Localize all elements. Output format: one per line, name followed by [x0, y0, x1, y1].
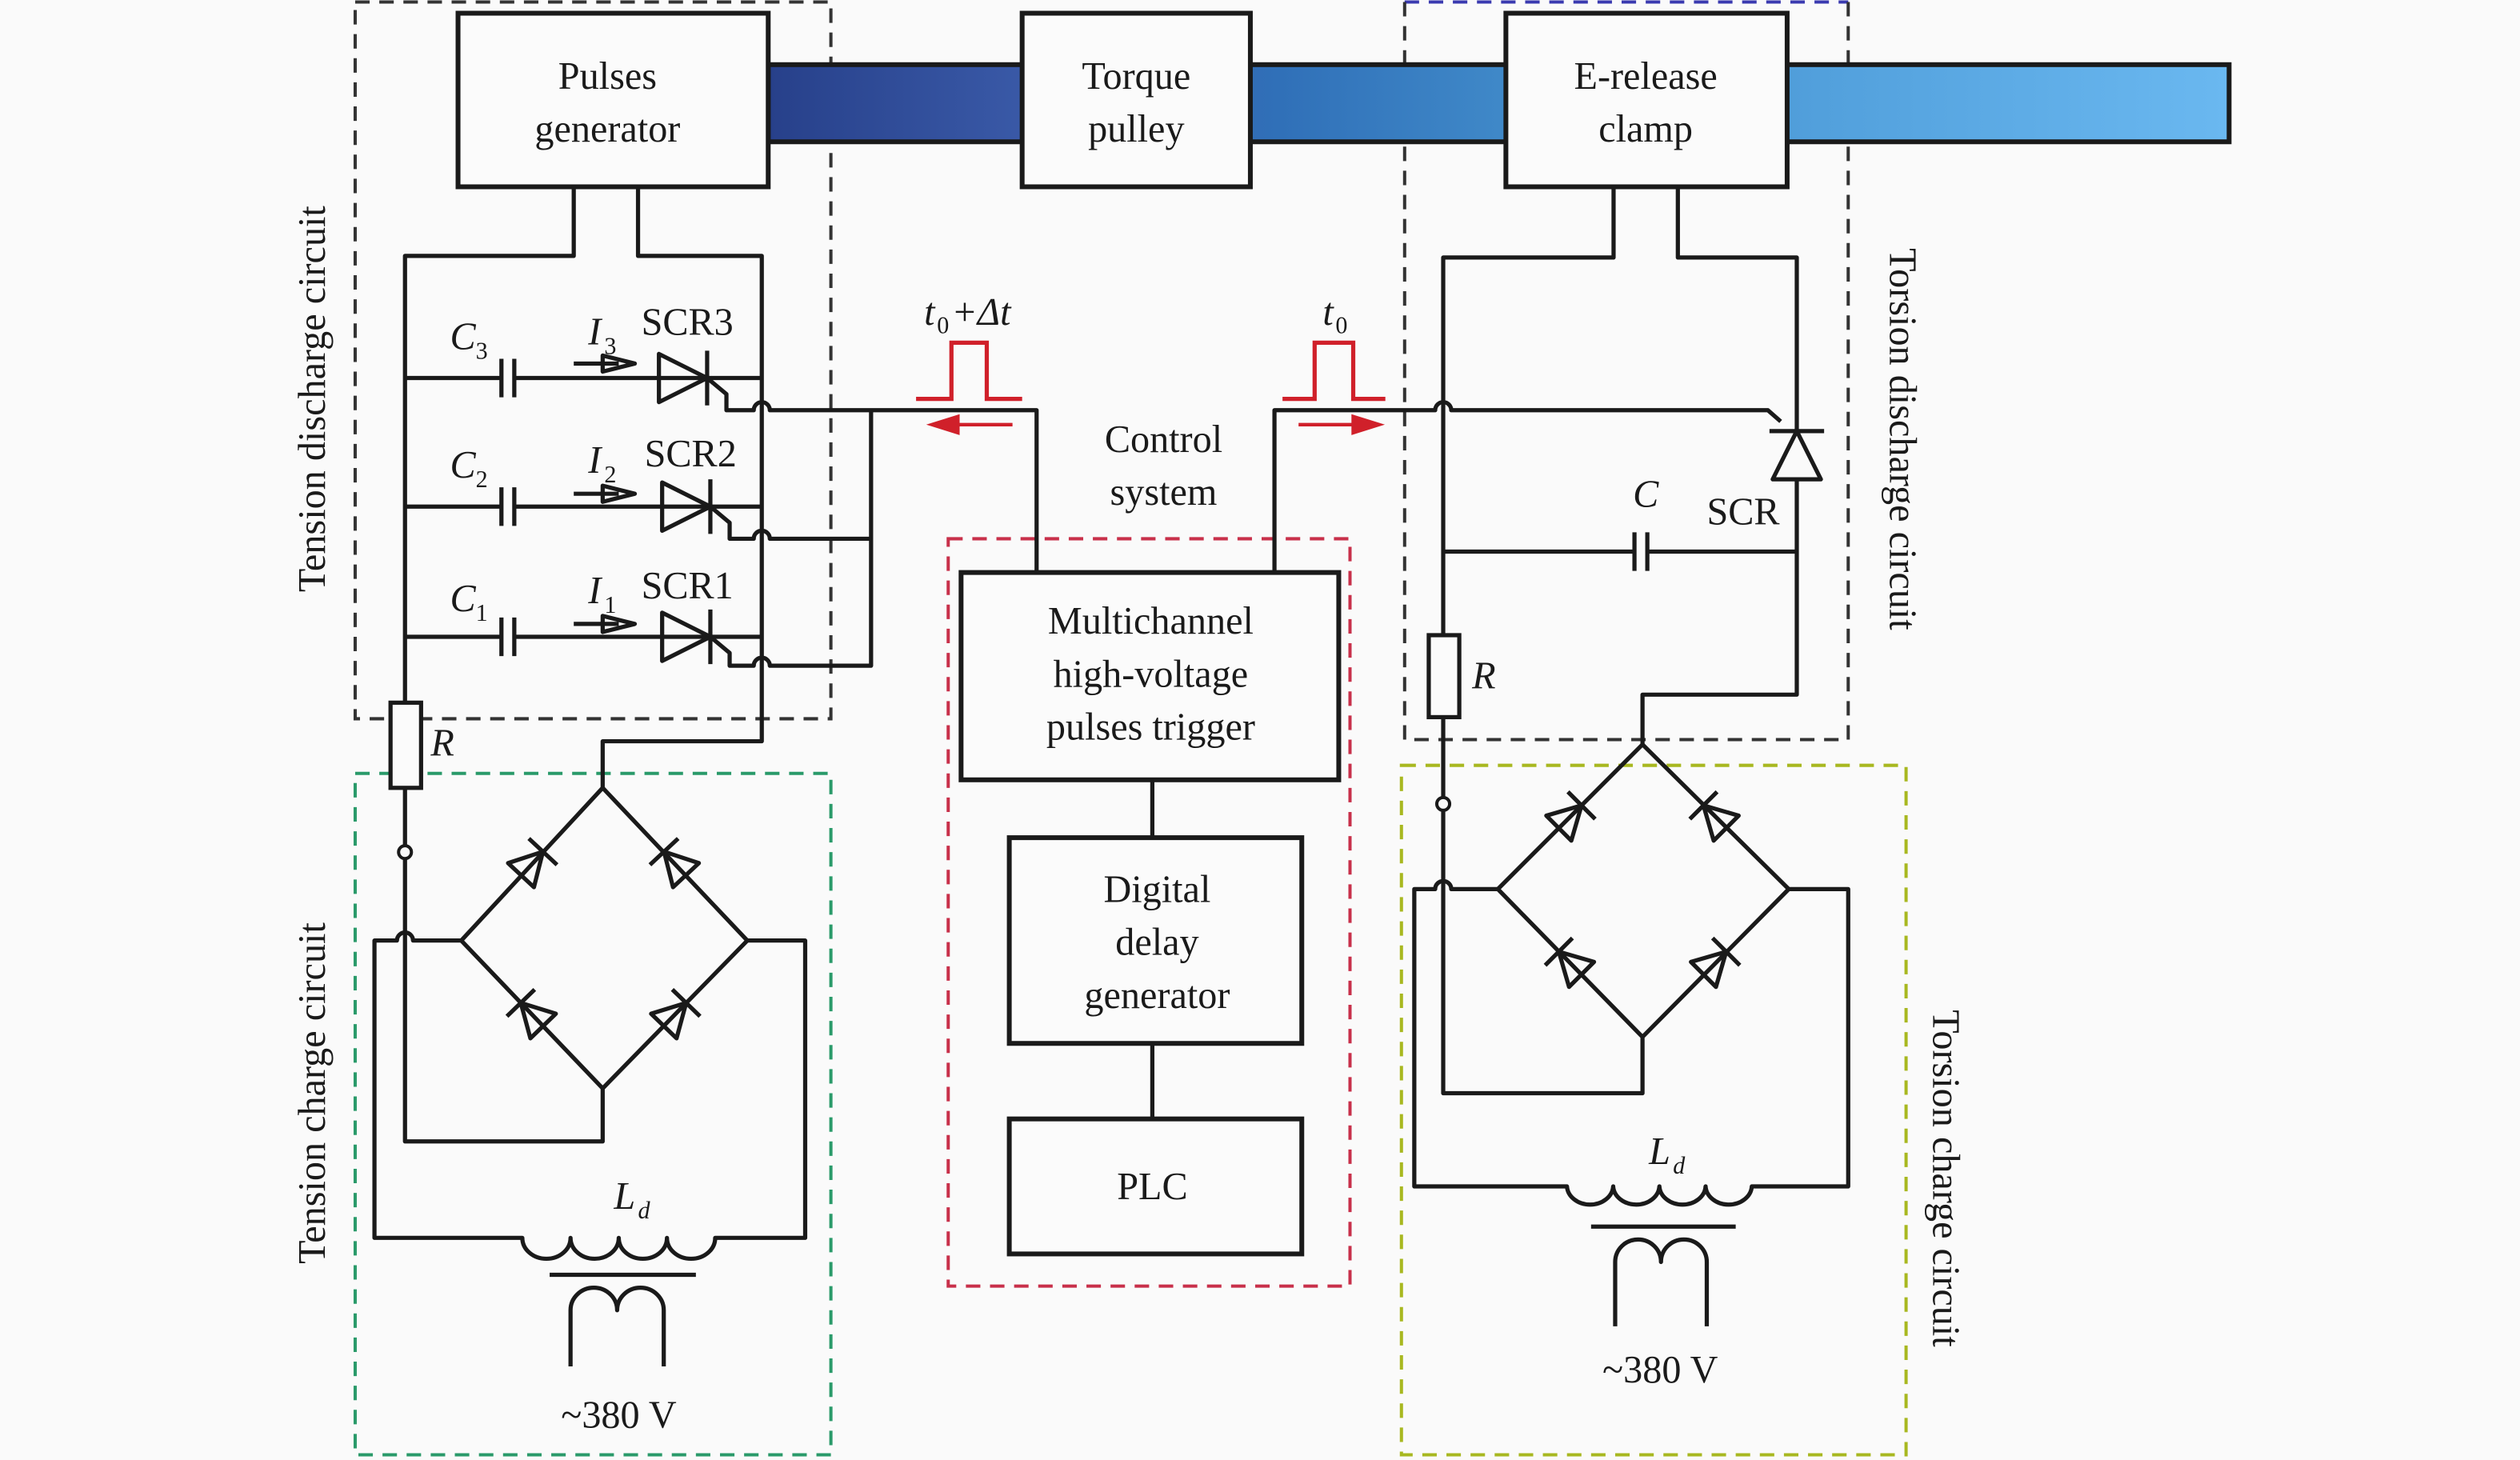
svg-text:system: system: [1110, 471, 1218, 514]
svg-text:3: 3: [476, 337, 488, 364]
svg-text:generator: generator: [534, 108, 680, 150]
tension-charge-region: [353, 771, 833, 1457]
svg-text:3: 3: [604, 332, 616, 359]
svg-text:1: 1: [604, 591, 616, 618]
pulse-left: t 0 +Δt: [916, 291, 1022, 435]
svg-text:pulses trigger: pulses trigger: [1046, 706, 1255, 749]
scr3-label: SCR3: [642, 301, 734, 343]
svg-text:0: 0: [937, 311, 949, 338]
svg-text:Digital: Digital: [1103, 868, 1210, 910]
control-system-label: Control: [1105, 418, 1222, 461]
control-system-region: [946, 537, 1352, 1288]
torsion-discharge-label: Torsion discharge circuit: [1882, 248, 1924, 630]
pulses-generator-block: Pulses generator: [455, 10, 771, 190]
svg-text:d: d: [1673, 1152, 1686, 1179]
svg-text:t: t: [1322, 291, 1334, 334]
ld-right-label: L: [1648, 1130, 1670, 1173]
svg-text:2: 2: [604, 461, 616, 488]
torsion-charge-label: Torsion charge circuit: [1925, 1010, 1967, 1347]
i1-label: I: [587, 570, 602, 612]
tension-discharge-wiring: [402, 186, 1039, 788]
trigger-block: Multichannel high-voltage pulses trigger: [958, 570, 1342, 782]
i2-label: I: [587, 439, 602, 482]
tension-discharge-label: Tension discharge circuit: [291, 206, 334, 593]
tension-discharge-region: [353, 0, 833, 721]
tension-charge-wiring: [372, 700, 808, 1367]
scr-right-label: SCR: [1706, 490, 1780, 533]
torsion-charge-region: [1399, 763, 1908, 1457]
torque-pulley-block: Torque pulley: [1019, 10, 1253, 190]
supply-left-label: ~380 V: [561, 1394, 677, 1436]
pulse-right: t 0: [1282, 291, 1386, 435]
c-right-label: C: [1633, 473, 1659, 515]
scr2-label: SCR2: [645, 433, 737, 475]
svg-text:t: t: [924, 291, 936, 334]
svg-text:2: 2: [476, 466, 488, 493]
svg-text:generator: generator: [1084, 974, 1230, 1017]
svg-text:pulley: pulley: [1088, 108, 1184, 150]
r-left-label: R: [430, 722, 454, 765]
svg-text:Torque: Torque: [1082, 55, 1190, 98]
torsion-charge-wiring: [1412, 717, 1850, 1326]
ld-left-label: L: [613, 1175, 635, 1218]
shaft-bar: [766, 62, 2232, 145]
e-release-clamp-block: E-release clamp: [1503, 10, 1790, 190]
c1-label: C: [450, 578, 477, 620]
svg-text:Pulses: Pulses: [558, 55, 657, 98]
plc-block: PLC: [1006, 1116, 1305, 1257]
svg-text:d: d: [638, 1197, 651, 1224]
supply-right-label: ~380 V: [1602, 1349, 1718, 1391]
svg-text:clamp: clamp: [1598, 108, 1693, 150]
svg-text:PLC: PLC: [1117, 1166, 1187, 1208]
svg-text:high-voltage: high-voltage: [1054, 653, 1249, 695]
digital-delay-generator-block: Digital delay generator: [1006, 835, 1305, 1046]
scr1-label: SCR1: [642, 565, 734, 607]
svg-text:Multichannel: Multichannel: [1048, 600, 1254, 642]
i3-label: I: [587, 310, 602, 353]
svg-text:0: 0: [1335, 311, 1347, 338]
svg-text:1: 1: [476, 599, 488, 626]
svg-text:E-release: E-release: [1574, 55, 1718, 98]
c3-label: C: [450, 315, 477, 358]
r-right-label: R: [1471, 654, 1495, 697]
svg-text:delay: delay: [1115, 922, 1198, 964]
svg-text:+Δt: +Δt: [951, 291, 1012, 334]
tension-charge-label: Tension charge circuit: [291, 922, 334, 1264]
torsion-discharge-wiring: [1272, 186, 1825, 745]
c2-label: C: [450, 444, 477, 486]
